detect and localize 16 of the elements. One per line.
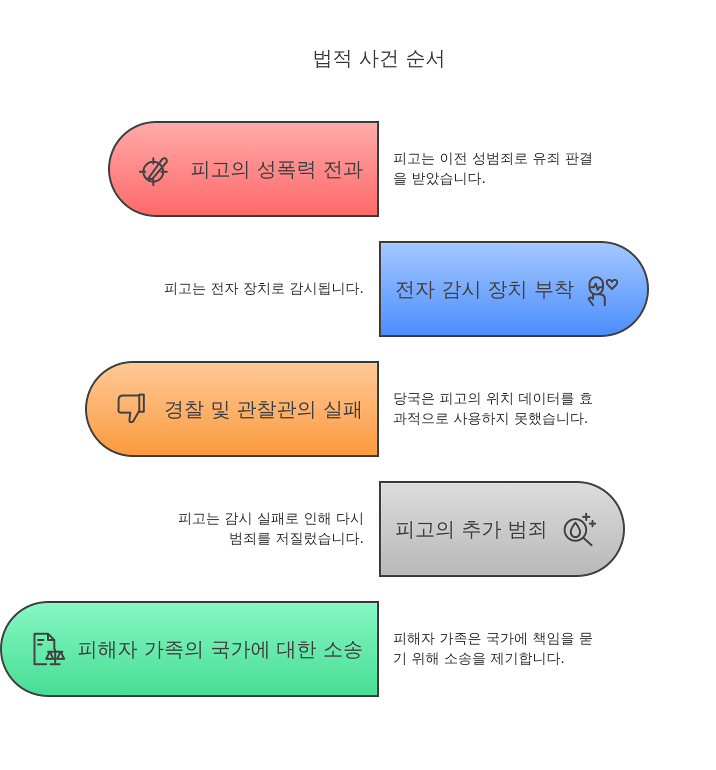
step-description: 피고는 전자 장치로 감시됩니다. xyxy=(163,280,364,299)
step-description: 피고는 이전 성범죄로 유죄 판결을 받았습니다. xyxy=(393,150,594,189)
step-description: 당국은 피고의 위치 데이터를 효과적으로 사용하지 못했습니다. xyxy=(393,390,594,429)
step-description: 피고는 감시 실패로 인해 다시 범죄를 저질렀습니다. xyxy=(177,510,364,549)
step-title: 전자 감시 장치 부착 xyxy=(395,277,574,301)
step-banner xyxy=(379,481,625,577)
step-title: 경찰 및 관찰관의 실패 xyxy=(164,397,363,421)
step-title: 피해자 가족의 국가에 대한 소송 xyxy=(78,637,363,661)
step-banner xyxy=(85,361,379,457)
diagram-title: 법적 사건 순서 xyxy=(312,46,446,70)
step-title: 피고의 추가 범죄 xyxy=(395,517,548,541)
step-description: 피해자 가족은 국가에 책임을 묻기 위해 소송을 제기합니다. xyxy=(393,630,594,669)
step-banner xyxy=(379,241,649,337)
step-banner xyxy=(0,601,379,697)
step-banner xyxy=(108,121,379,217)
step-title: 피고의 성폭력 전과 xyxy=(190,157,363,181)
